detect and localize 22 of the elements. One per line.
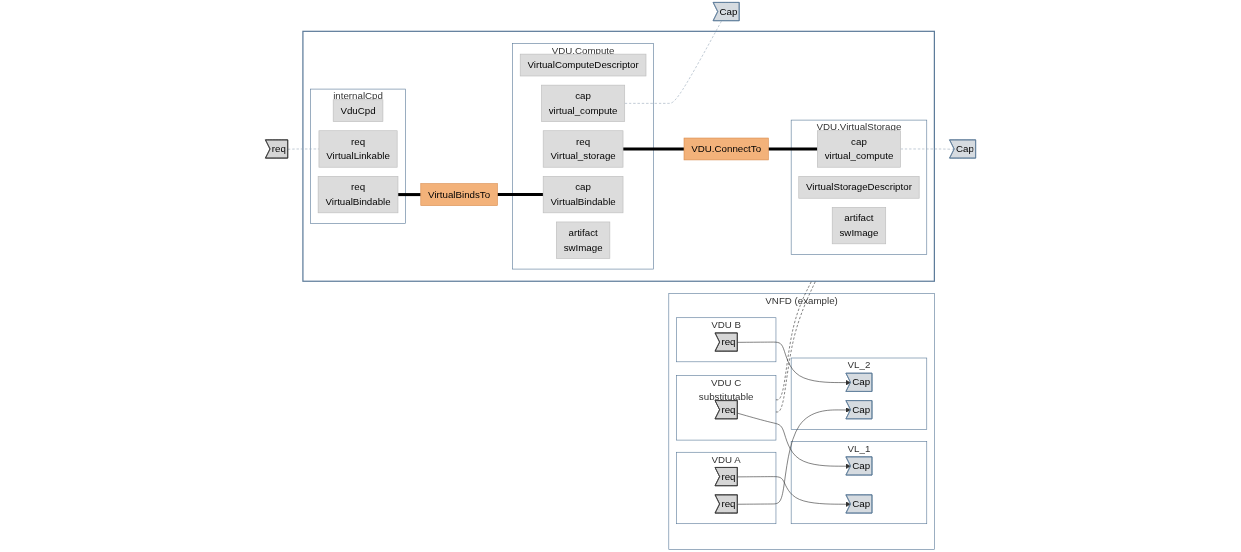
node-box: artifact swImage <box>831 207 886 245</box>
node-box: cap VirtualBindable <box>542 176 624 214</box>
connector <box>900 148 955 150</box>
node-box: req VirtualBindable <box>317 176 399 214</box>
node-box: cap virtual_compute <box>816 130 901 168</box>
connector <box>775 280 812 401</box>
node-box: VDU.ConnectTo <box>683 137 769 161</box>
connector <box>623 147 685 151</box>
connector <box>497 193 544 197</box>
connector <box>775 280 816 413</box>
node-box: req VirtualLinkable <box>318 130 398 168</box>
node-box: VirtualBindsTo <box>420 183 498 206</box>
node-box: VirtualStorageDescriptor <box>798 176 920 199</box>
node-box: cap virtual_compute <box>541 84 625 122</box>
connector <box>624 20 722 104</box>
connector <box>397 193 421 197</box>
node-box: req Virtual_storage <box>542 130 624 168</box>
cluster <box>302 30 935 282</box>
node-box: artifact swImage <box>556 221 611 259</box>
node-box: VirtualComputeDescriptor <box>519 53 647 77</box>
connector <box>768 147 818 151</box>
node-box: VduCpd <box>332 99 384 122</box>
